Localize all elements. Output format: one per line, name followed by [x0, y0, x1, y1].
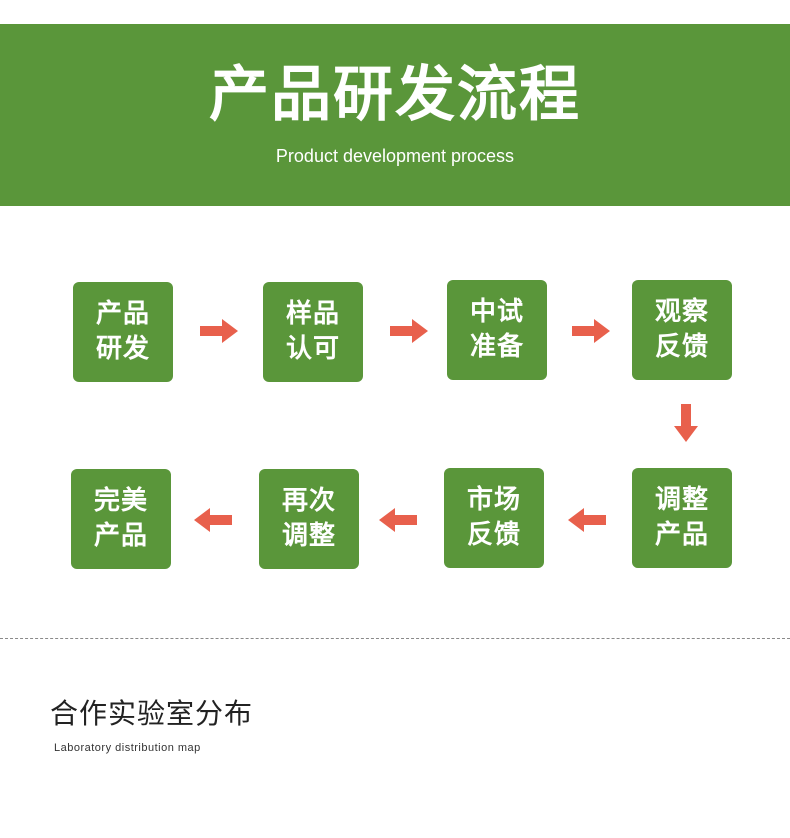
- step-label-line1: 中试: [469, 297, 524, 327]
- step-sample-approval: 样品 认可: [263, 282, 363, 382]
- lab-section-title: 合作实验室分布: [50, 697, 254, 730]
- arrow-left-icon: [194, 508, 232, 532]
- step-label-line1: 产品: [95, 299, 150, 329]
- page-subtitle: Product development process: [275, 146, 515, 166]
- step-label-line2: 研发: [95, 334, 150, 364]
- section-divider: [0, 638, 790, 639]
- arrow-down-icon: [674, 404, 698, 442]
- step-pilot-preparation: 中试 准备: [447, 280, 547, 380]
- arrow-left-icon: [568, 508, 606, 532]
- arrow-right-icon: [390, 319, 428, 343]
- step-perfect-product: 完美 产品: [71, 469, 171, 569]
- step-adjust-product: 调整 产品: [632, 468, 732, 568]
- step-label-line1: 样品: [285, 299, 340, 329]
- arrow-left-icon: [379, 508, 417, 532]
- step-label-line2: 产品: [93, 521, 148, 551]
- header-banner: 产品研发流程 Product development process: [0, 24, 790, 206]
- step-label-line2: 调整: [281, 521, 336, 551]
- arrow-right-icon: [572, 319, 610, 343]
- step-market-feedback: 市场 反馈: [444, 468, 544, 568]
- lab-section-subtitle: Laboratory distribution map: [54, 742, 201, 754]
- step-product-rd: 产品 研发: [73, 282, 173, 382]
- step-label-line1: 完美: [93, 486, 148, 516]
- step-label-line1: 调整: [654, 485, 709, 515]
- step-label-line2: 准备: [469, 332, 524, 362]
- page-title: 产品研发流程: [209, 60, 581, 130]
- step-label-line1: 观察: [654, 297, 709, 327]
- step-label-line1: 再次: [281, 486, 336, 516]
- step-label-line2: 产品: [654, 520, 709, 550]
- step-label-line1: 市场: [466, 485, 521, 515]
- arrow-right-icon: [200, 319, 238, 343]
- step-label-line2: 反馈: [654, 332, 709, 362]
- step-label-line2: 反馈: [466, 520, 521, 550]
- step-observe-feedback: 观察 反馈: [632, 280, 732, 380]
- step-label-line2: 认可: [285, 334, 340, 364]
- step-readjust: 再次 调整: [259, 469, 359, 569]
